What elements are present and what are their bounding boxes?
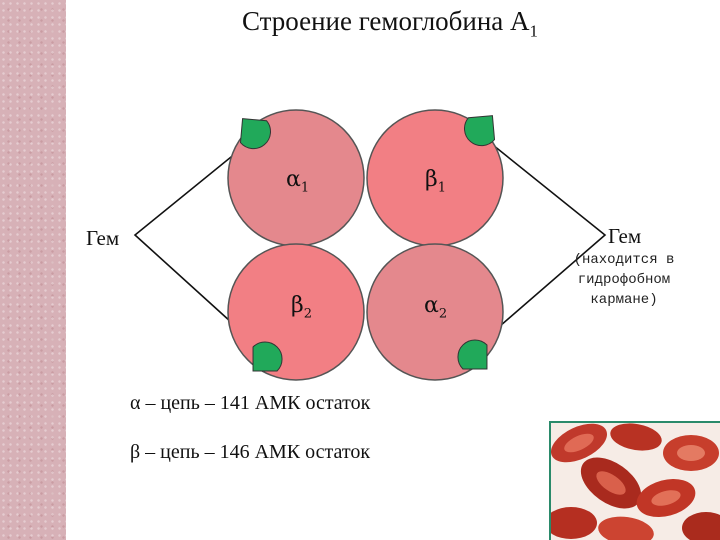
heme-connector-left (133, 130, 264, 352)
heme-note-line: (находится в (573, 252, 675, 268)
page-title: Строение гемоглобина А1 (241, 6, 539, 41)
heme-note: (находится в гидрофобном кармане) (564, 250, 684, 310)
heme-group-beta1 (464, 115, 496, 147)
legend-alpha-chain: α – цепь – 141 АМК остаток (130, 392, 371, 414)
heme-note-line: кармане) (590, 292, 658, 308)
red-blood-cells-photo (549, 421, 720, 540)
subunit-label-alpha1: α1 (286, 167, 310, 196)
decorative-side-strip (0, 0, 66, 540)
heme-group-alpha2 (457, 339, 488, 370)
heme-label-left: Гем (86, 226, 120, 250)
subunit-label-beta2: β2 (291, 293, 312, 322)
heme-note-line: гидрофобном (577, 272, 671, 288)
heme-label-right: Гем (608, 224, 642, 248)
legend-beta-chain: β – цепь – 146 АМК остаток (130, 441, 371, 463)
heme-connector-right (469, 128, 607, 353)
heme-group-alpha1 (239, 118, 271, 150)
subunit-label-alpha2: α2 (424, 293, 448, 322)
subunit-label-beta1: β1 (425, 167, 446, 196)
heme-group-beta2 (252, 341, 283, 372)
